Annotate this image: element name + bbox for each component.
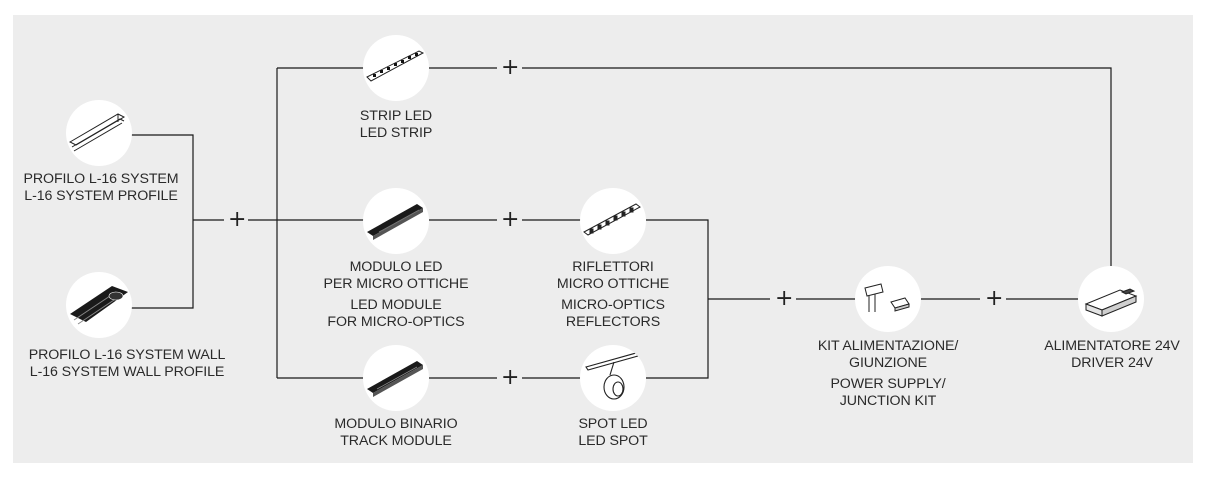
- label-line: LED STRIP: [359, 125, 433, 141]
- reflector-icon: [580, 188, 646, 254]
- label-line: SPOT LED: [578, 416, 648, 432]
- plus-connector: +: [775, 286, 794, 311]
- label-line: L-16 SYSTEM PROFILE: [24, 188, 178, 204]
- label-line: FOR MICRO-OPTICS: [327, 314, 465, 330]
- label-line: DRIVER 24V: [1071, 355, 1153, 371]
- label-line: PER MICRO OTTICHE: [323, 276, 469, 292]
- strip-led-label: STRIP LED LED STRIP: [359, 108, 433, 142]
- profile-label: PROFILO L-16 SYSTEM L-16 SYSTEM PROFILE: [24, 171, 179, 205]
- power-kit-icon: [855, 266, 921, 332]
- label-line: RIFLETTORI: [572, 259, 654, 275]
- led-module-label: MODULO LED PER MICRO OTTICHE LED MODULE …: [324, 259, 469, 331]
- plus-connector: +: [228, 207, 247, 232]
- profile-icon: [66, 100, 132, 166]
- track-module-label: MODULO BINARIO TRACK MODULE: [334, 416, 457, 450]
- label-line: MICRO OTTICHE: [556, 276, 670, 292]
- plus-connector: +: [501, 365, 520, 390]
- label-line: LED MODULE: [350, 297, 442, 313]
- label-line: MODULO BINARIO: [334, 416, 458, 432]
- label-line: PROFILO L-16 SYSTEM: [23, 171, 179, 187]
- label-line: KIT ALIMENTAZIONE/: [817, 338, 959, 354]
- label-line: ALIMENTATORE 24V: [1044, 338, 1180, 354]
- power-kit-label: KIT ALIMENTAZIONE/ GIUNZIONE POWER SUPPL…: [818, 338, 958, 410]
- label-line: L-16 SYSTEM WALL PROFILE: [29, 364, 225, 380]
- led-strip-icon: [363, 35, 429, 101]
- label-line: POWER SUPPLY/: [830, 376, 946, 392]
- label-line: JUNCTION KIT: [839, 393, 937, 409]
- label-line: GIUNZIONE: [849, 355, 927, 371]
- label-line: PROFILO L-16 SYSTEM WALL: [28, 347, 226, 363]
- spot-led-label: SPOT LED LED SPOT: [578, 416, 647, 450]
- reflectors-label: RIFLETTORI MICRO OTTICHE MICRO-OPTICS RE…: [557, 259, 669, 331]
- driver-icon: [1078, 266, 1144, 332]
- plus-connector: +: [501, 207, 520, 232]
- spot-icon: [580, 345, 646, 411]
- plus-connector: +: [985, 286, 1004, 311]
- led-module-icon: [363, 188, 429, 254]
- label-line: TRACK MODULE: [340, 433, 452, 449]
- wall-profile-label: PROFILO L-16 SYSTEM WALL L-16 SYSTEM WAL…: [29, 347, 226, 381]
- track-module-icon: [363, 345, 429, 411]
- plus-connector: +: [501, 55, 520, 80]
- label-line: MODULO LED: [349, 259, 443, 275]
- label-line: LED SPOT: [578, 433, 648, 449]
- driver-label: ALIMENTATORE 24V DRIVER 24V: [1044, 338, 1180, 372]
- wall-profile-icon: [66, 272, 132, 338]
- label-line: REFLECTORS: [565, 314, 661, 330]
- label-line: MICRO-OPTICS: [561, 297, 665, 313]
- label-line: STRIP LED: [359, 108, 433, 124]
